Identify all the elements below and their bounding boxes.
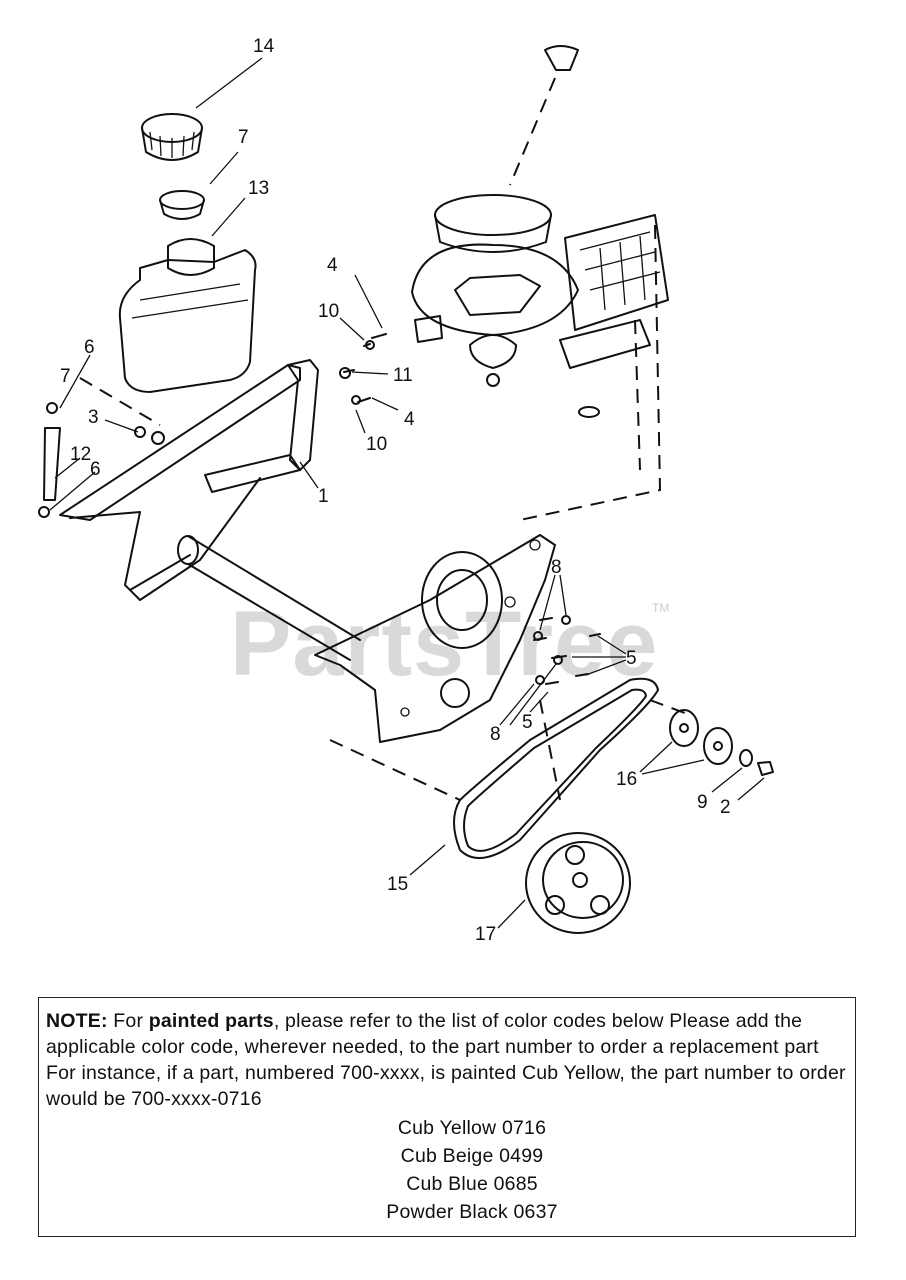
- color-code-item: Powder Black 0637: [386, 1201, 558, 1223]
- fuel-tank-part: [118, 238, 257, 393]
- callout-4: 4: [404, 409, 415, 430]
- callout-13: 13: [248, 178, 269, 199]
- callout-12: 12: [70, 444, 91, 465]
- assembly-guides: [79, 377, 691, 801]
- color-code-item: Cub Beige 0499: [400, 1145, 544, 1167]
- callout-6: 6: [90, 459, 101, 480]
- callout-5: 5: [626, 648, 637, 669]
- callout-2: 2: [720, 797, 731, 818]
- callout-4: 4: [327, 255, 338, 276]
- belt-part: [453, 677, 659, 859]
- axle-housing-part: [177, 534, 556, 743]
- frame-part: [59, 359, 319, 601]
- callout-9: 9: [697, 792, 708, 813]
- pulley-part: [525, 832, 631, 934]
- callout-17: 17: [475, 924, 496, 945]
- note-bold: painted parts: [148, 1010, 274, 1032]
- callout-10: 10: [318, 301, 339, 322]
- hardware-parts: [38, 333, 774, 776]
- note-paragraph: NOTE: For painted parts, please refer to…: [46, 1008, 848, 1112]
- callout-5: 5: [522, 712, 533, 733]
- callout-15: 15: [387, 874, 408, 895]
- callouts: 14 7 13 4 10 11 4 10 6 7 3 12 6 1 8 5 5 …: [60, 36, 731, 945]
- color-code-item: Cub Blue 0685: [406, 1173, 538, 1195]
- engine-part: [411, 45, 669, 521]
- callout-3: 3: [88, 407, 99, 428]
- callout-16: 16: [616, 769, 637, 790]
- callout-1: 1: [318, 486, 329, 507]
- note-body: , please refer to the list of color code…: [46, 1010, 846, 1110]
- callout-7: 7: [238, 127, 249, 148]
- color-code-note: NOTE: For painted parts, please refer to…: [38, 997, 856, 1237]
- note-pre: For: [107, 1010, 149, 1032]
- callout-11: 11: [393, 365, 413, 386]
- note-label: NOTE:: [46, 1010, 108, 1032]
- callout-10: 10: [366, 434, 387, 455]
- fuel-cap-part: [141, 113, 203, 161]
- parts-diagram: PartsTree TM: [38, 36, 774, 945]
- strainer-part: [159, 190, 205, 220]
- callout-8: 8: [551, 557, 562, 578]
- color-code-item: Cub Yellow 0716: [397, 1117, 547, 1139]
- trademark: TM: [652, 601, 669, 615]
- color-code-list: Cub Yellow 0716 Cub Beige 0499 Cub Blue …: [46, 1114, 848, 1226]
- callout-6: 6: [84, 337, 95, 358]
- leader-lines: [49, 57, 765, 929]
- callout-8: 8: [490, 724, 501, 745]
- callout-7: 7: [60, 366, 71, 387]
- callout-14: 14: [253, 36, 275, 57]
